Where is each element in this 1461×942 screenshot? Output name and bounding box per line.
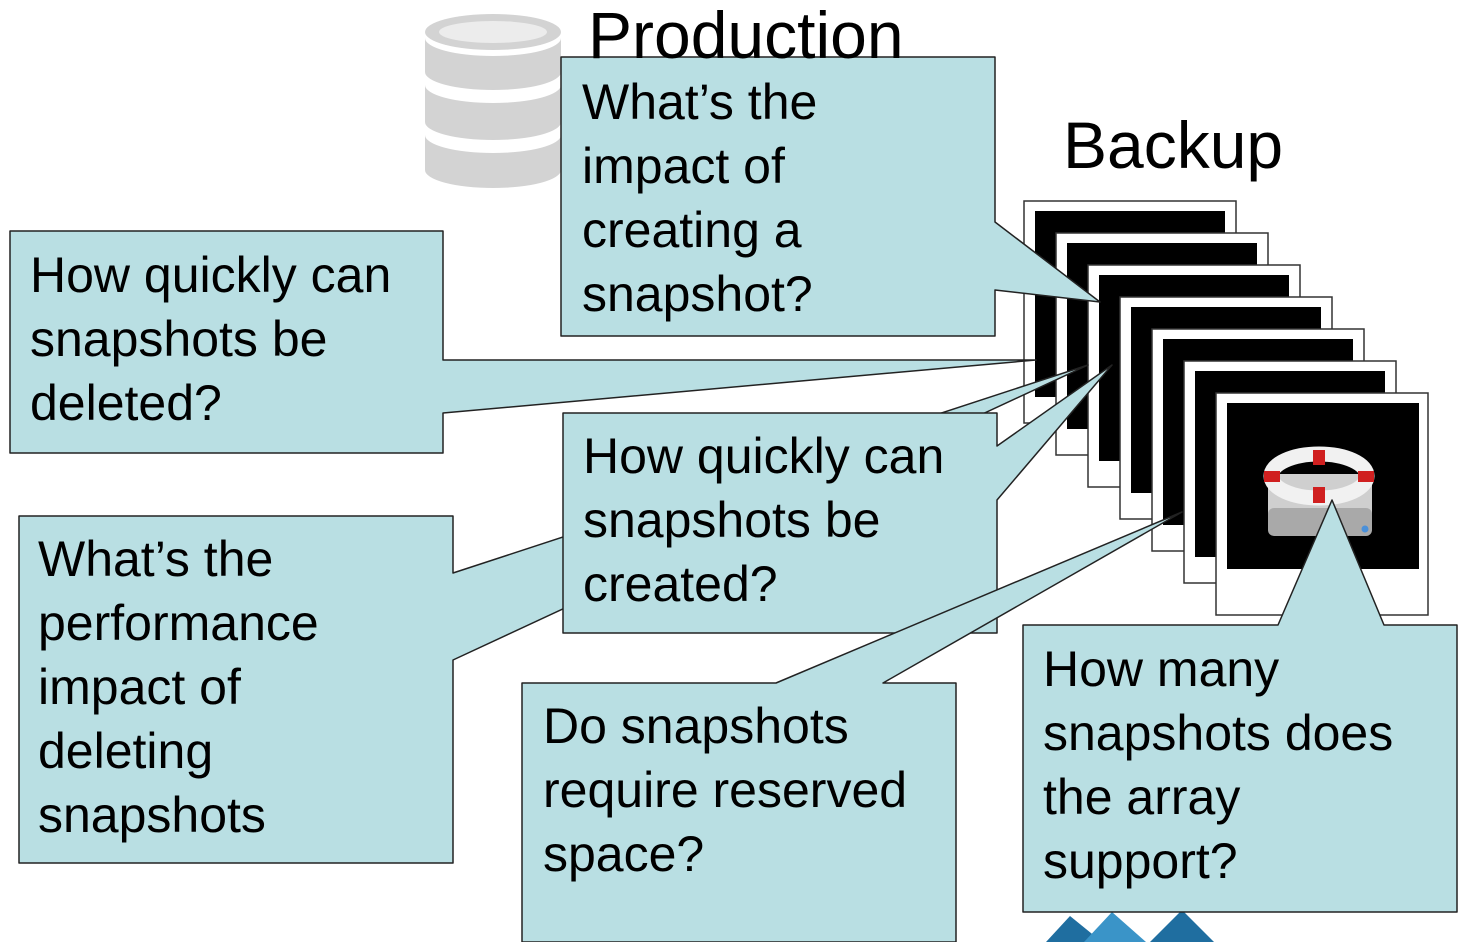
callout-impact-creating-text: What’s the impact of creating a snapshot… [582, 74, 818, 322]
snapshot-stack [1023, 200, 1429, 616]
logo-fragment [1046, 910, 1214, 942]
callout-create-speed [562, 364, 1113, 634]
callout-impact-creating [560, 56, 1101, 337]
callout-reserved-space-text: Do snapshots require reserved space? [543, 698, 908, 882]
lifebuoy-icon [1263, 446, 1375, 536]
backup-label: Backup [1063, 108, 1284, 182]
callout-delete-speed [9, 230, 1037, 454]
callout-delete-speed-text: How quickly can snapshots be deleted? [30, 247, 392, 431]
callout-snapshot-count [1022, 499, 1458, 913]
production-label: Production [588, 0, 904, 72]
callout-create-speed-text: How quickly can snapshots be created? [583, 428, 945, 612]
callout-delete-performance-text: What’s the performance impact of deletin… [38, 531, 319, 843]
database-icon [425, 14, 561, 188]
callout-snapshot-count-text: How many snapshots does the array suppor… [1043, 641, 1394, 889]
callout-reserved-space [521, 511, 1183, 942]
